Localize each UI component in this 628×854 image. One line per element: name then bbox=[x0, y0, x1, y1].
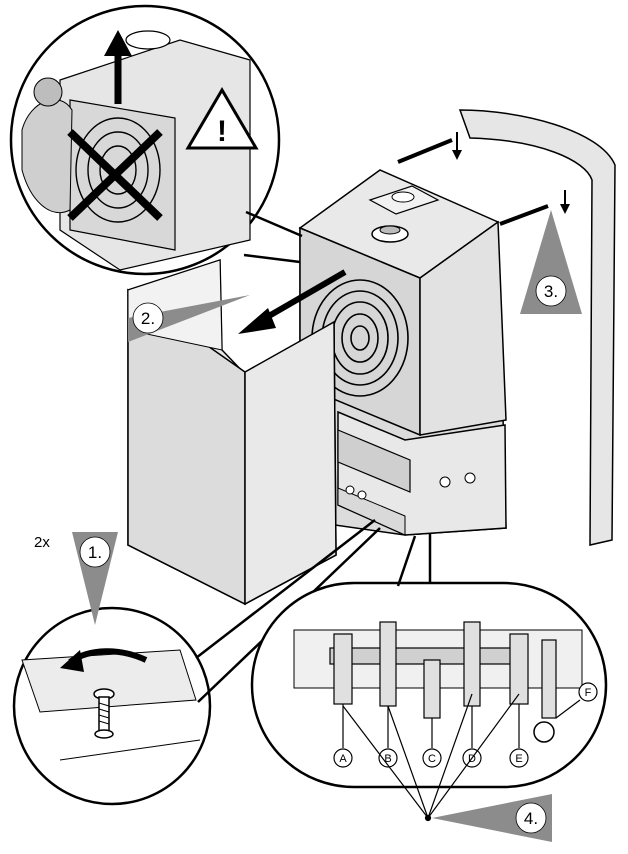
warning-symbol: ! bbox=[217, 115, 227, 148]
step-label-1: 1. bbox=[88, 543, 102, 562]
prohibited-x-icon bbox=[67, 129, 163, 221]
counterclockwise-arrow-icon bbox=[60, 648, 148, 672]
connection-labels bbox=[333, 682, 598, 768]
step-marker-3: 3. bbox=[520, 210, 582, 314]
step-marker-4: 4. bbox=[432, 794, 552, 842]
connection-label-e: E bbox=[515, 753, 522, 765]
step-4-pointers bbox=[342, 693, 520, 822]
connection-label-f: F bbox=[585, 687, 592, 699]
screw-detail bbox=[12, 606, 212, 806]
connection-label-a: A bbox=[339, 753, 347, 765]
step-marker-1: 1. bbox=[72, 532, 118, 625]
boiler bbox=[298, 132, 570, 536]
step-label-4: 4. bbox=[524, 809, 538, 828]
lift-warning-detail: ! bbox=[9, 4, 281, 276]
hook-arrow-icon bbox=[452, 150, 570, 214]
step-label-3: 3. bbox=[544, 282, 558, 301]
front-cover-panel bbox=[127, 258, 337, 606]
pull-arrow-icon bbox=[238, 269, 347, 334]
connection-label-c: C bbox=[428, 753, 436, 765]
multiplier-label: 2x bbox=[34, 534, 50, 551]
connection-label-b: B bbox=[384, 753, 391, 765]
screw-icon bbox=[93, 688, 115, 739]
step-label-2: 2. bbox=[141, 309, 155, 328]
step-marker-2: 2. bbox=[128, 295, 250, 342]
up-arrow-icon bbox=[104, 30, 132, 104]
connections-detail bbox=[250, 581, 608, 789]
wall bbox=[458, 109, 616, 546]
warning-triangle-icon: ! bbox=[185, 87, 259, 150]
